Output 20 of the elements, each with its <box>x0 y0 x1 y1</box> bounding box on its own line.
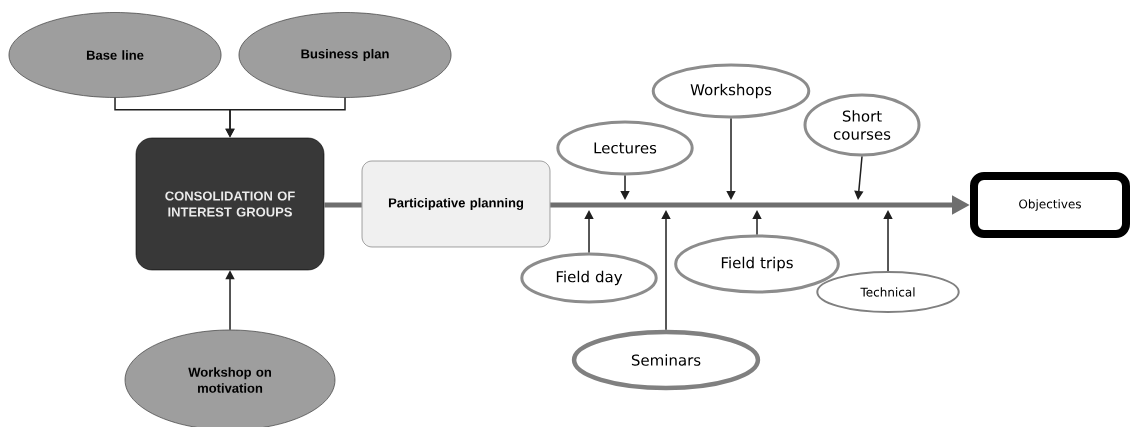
arrow <box>620 174 630 200</box>
oval: Workshops <box>651 63 811 119</box>
arrow <box>752 210 762 236</box>
rounded-box: Objectives <box>970 172 1130 238</box>
arrow <box>883 210 893 272</box>
arrow <box>661 210 671 331</box>
arrow <box>854 155 864 200</box>
oval: Field trips <box>674 234 840 294</box>
oval: Field day <box>520 252 658 304</box>
rounded-box: Participative planning <box>361 160 551 248</box>
oval: Seminars <box>571 329 761 391</box>
oval: Technical <box>816 271 960 313</box>
oval: Lectures <box>556 120 694 176</box>
oval: Base line <box>8 12 222 98</box>
oval: Business plan <box>238 12 452 98</box>
arrow <box>726 117 736 200</box>
rounded-box: CONSOLIDATION OF INTEREST GROUPS <box>135 137 325 271</box>
oval: Workshop on motivation <box>124 329 336 427</box>
oval: Short courses <box>803 93 921 157</box>
arrow <box>584 210 594 254</box>
